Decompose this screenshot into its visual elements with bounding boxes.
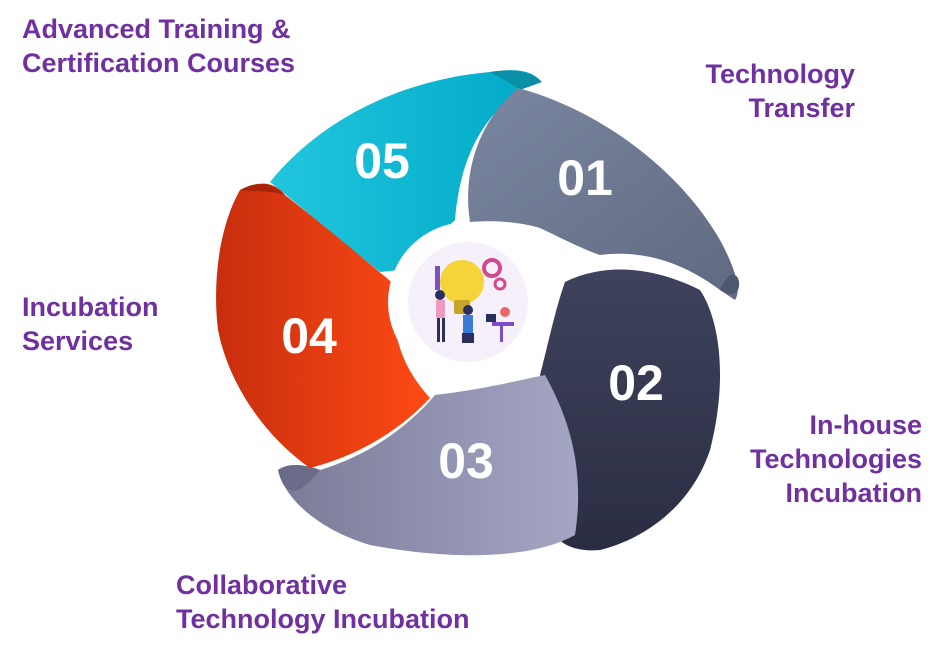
segment-04-number: 04 [281, 308, 337, 364]
segment-04-curl [240, 183, 285, 195]
segment-03-curl [278, 465, 320, 491]
segment-01-label: Technology Transfer [705, 57, 855, 125]
segment-03-label-line-2: Technology Incubation [176, 604, 470, 634]
segment-05-label-line-2: Certification Courses [22, 48, 296, 78]
innovation-team-illustration-icon [435, 258, 514, 343]
segment-02-label-line-1: In-house [809, 410, 923, 440]
segment-03-label: Collaborative Technology Incubation [176, 568, 470, 636]
segment-04-label-line-1: Incubation [22, 292, 159, 322]
segment-05-label-line-1: Advanced Training & [22, 14, 291, 44]
segment-01-curl [720, 274, 740, 295]
segment-02-label-line-3: Incubation [785, 478, 923, 508]
segment-01 [468, 88, 738, 300]
segment-05-number: 05 [354, 133, 410, 189]
segment-02 [540, 269, 721, 551]
segment-01-number: 01 [557, 150, 613, 206]
segment-03 [278, 375, 579, 556]
segment-02-label: In-house Technologies Incubation [750, 408, 922, 510]
segment-05 [270, 70, 540, 272]
segment-05-label: Advanced Training & Certification Course… [22, 12, 295, 80]
segment-03-number: 03 [438, 433, 494, 489]
segment-04-label: Incubation Services [22, 290, 159, 358]
segment-02-label-line-2: Technologies [749, 444, 922, 474]
segment-01-label-line-1: Technology [705, 59, 855, 89]
segment-05-curl [490, 70, 542, 90]
segment-01-label-line-2: Transfer [748, 93, 855, 123]
segment-04 [216, 183, 430, 468]
segment-04-label-line-2: Services [22, 326, 134, 356]
segment-03-label-line-1: Collaborative [176, 570, 348, 600]
segment-02-number: 02 [608, 355, 664, 411]
